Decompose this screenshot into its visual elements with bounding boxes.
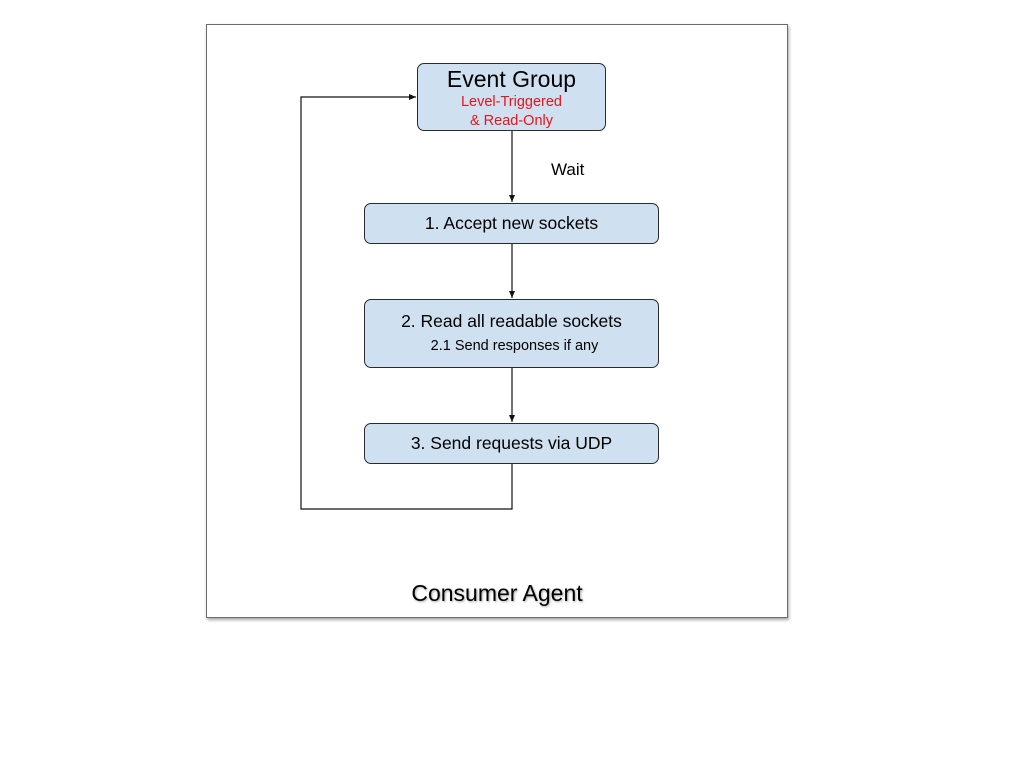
diagram-caption: Consumer Agent xyxy=(411,580,583,606)
event-group-title: Event Group xyxy=(446,66,577,92)
step-read-sublabel: 2.1 Send responses if any xyxy=(430,338,599,354)
step-read-label: 2. Read all readable sockets xyxy=(401,311,622,331)
step-read-box: 2. Read all readable sockets 2.1 Send re… xyxy=(364,299,659,368)
step-send-label: 3. Send requests via UDP xyxy=(410,433,613,453)
step-accept-box: 1. Accept new sockets xyxy=(364,203,659,244)
event-group-box: Event Group Level-Triggered & Read-Only xyxy=(417,63,606,131)
step-accept-label: 1. Accept new sockets xyxy=(424,213,599,233)
event-group-line1: Level-Triggered xyxy=(460,94,562,110)
wait-edge-label: Wait xyxy=(551,160,585,179)
step-send-box: 3. Send requests via UDP xyxy=(364,423,659,464)
event-group-line2: & Read-Only xyxy=(469,113,553,129)
